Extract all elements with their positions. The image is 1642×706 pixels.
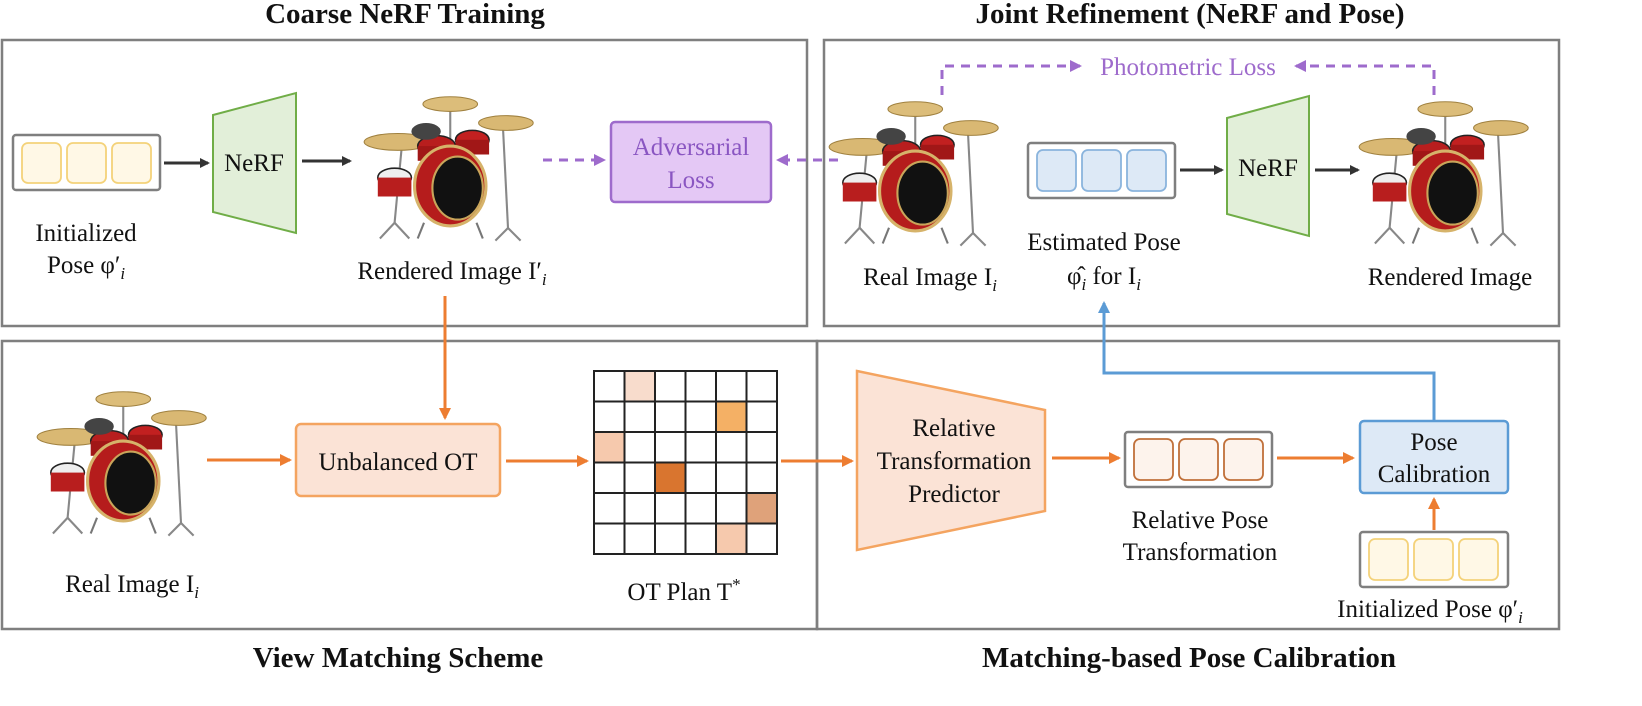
relative-pose-label-2: Transformation	[1123, 539, 1278, 566]
real-drum-image-bottom	[35, 390, 208, 538]
ot-cell	[654, 370, 687, 403]
ot-cell	[593, 522, 626, 555]
svg-text:Unbalanced OT: Unbalanced OT	[319, 449, 478, 476]
ot-cell	[654, 461, 687, 494]
ot-cell	[745, 400, 778, 433]
rendered-image-prime-label: Rendered Image I′i	[357, 258, 547, 289]
svg-text:Predictor: Predictor	[908, 481, 1000, 508]
relative-pose-vector	[1123, 430, 1274, 489]
ot-cell	[684, 522, 717, 555]
ot-cell	[684, 461, 717, 494]
nerf-block-coarse: NeRF	[212, 91, 297, 235]
relative-pose-label-1: Relative Pose	[1132, 507, 1269, 534]
title-joint: Joint Refinement (NeRF and Pose)	[975, 0, 1404, 30]
rendered-image-label: Rendered Image	[1368, 264, 1533, 291]
title-view: View Matching Scheme	[253, 642, 544, 674]
title-coarse: Coarse NeRF Training	[265, 0, 545, 30]
ot-cell	[654, 431, 687, 464]
ot-cell	[745, 492, 778, 525]
ot-cell	[654, 492, 687, 525]
ot-cell	[715, 461, 748, 494]
initialized-pose-vector-bottom	[1358, 530, 1510, 589]
ot-cell	[715, 400, 748, 433]
svg-text:Pose: Pose	[1410, 429, 1457, 456]
svg-text:Calibration: Calibration	[1378, 461, 1491, 488]
ot-cell	[593, 400, 626, 433]
rendered-drum-image	[362, 95, 535, 243]
ot-cell	[623, 461, 656, 494]
unbalanced-ot-box: Unbalanced OT	[294, 422, 502, 498]
init-pose-label-1: Initialized	[35, 220, 137, 247]
ot-cell	[684, 492, 717, 525]
photometric-loss-label: Photometric Loss	[1100, 54, 1276, 81]
svg-text:Loss: Loss	[667, 167, 714, 194]
nerf-block-joint: NeRF	[1226, 94, 1310, 238]
ot-cell	[623, 522, 656, 555]
ot-cell	[684, 431, 717, 464]
adversarial-loss-box: Adversarial Loss	[609, 120, 773, 204]
rendered-drum-image-joint	[1357, 100, 1530, 248]
real-image-label-top: Real Image Ii	[863, 264, 997, 295]
ot-cell	[654, 400, 687, 433]
panel-calib	[815, 339, 1561, 631]
svg-text:Transformation: Transformation	[877, 448, 1032, 475]
ot-cell	[623, 400, 656, 433]
ot-cell	[593, 461, 626, 494]
ot-cell	[715, 431, 748, 464]
init-pose-full-label: Initialized Pose φ′i	[1337, 596, 1523, 627]
ot-cell	[745, 461, 778, 494]
ot-cell	[715, 492, 748, 525]
panel-joint	[822, 38, 1561, 328]
ot-cell	[623, 370, 656, 403]
ot-cell	[593, 370, 626, 403]
pose-calibration-box: Pose Calibration	[1358, 419, 1510, 495]
ot-cell	[745, 522, 778, 555]
ot-cell	[593, 431, 626, 464]
ot-cell	[684, 400, 717, 433]
ot-cell	[715, 370, 748, 403]
estimated-pose-vector	[1026, 141, 1177, 200]
title-calib: Matching-based Pose Calibration	[982, 642, 1396, 674]
real-drum-image-top	[827, 100, 1000, 248]
photometric-left-arrow	[940, 60, 1082, 95]
ot-cell	[715, 522, 748, 555]
estimated-pose-label-1: Estimated Pose	[1027, 229, 1180, 256]
estimated-pose-label-2: φ̂i for Ii	[1067, 263, 1141, 294]
ot-cell	[623, 492, 656, 525]
svg-text:Adversarial: Adversarial	[633, 134, 750, 161]
photometric-right-arrow	[1294, 60, 1436, 95]
real-image-label-bottom: Real Image Ii	[65, 571, 199, 602]
svg-text:NeRF: NeRF	[1238, 155, 1298, 182]
ot-cell	[654, 522, 687, 555]
calibration-to-estimated-arrow	[1098, 301, 1436, 421]
ot-cell	[593, 492, 626, 525]
relative-transformation-predictor: Relative Transformation Predictor	[855, 369, 1047, 552]
ot-plan-grid	[593, 370, 778, 555]
ot-cell	[623, 431, 656, 464]
panel-coarse	[0, 38, 809, 328]
svg-text:Relative: Relative	[912, 415, 995, 442]
ot-plan-label: OT Plan T*	[627, 575, 740, 606]
ot-cell	[684, 370, 717, 403]
ot-cell	[745, 370, 778, 403]
init-pose-label-2: Pose φ′i	[47, 252, 125, 283]
svg-text:NeRF: NeRF	[224, 150, 284, 177]
initialized-pose-vector	[11, 133, 162, 192]
ot-cell	[745, 431, 778, 464]
